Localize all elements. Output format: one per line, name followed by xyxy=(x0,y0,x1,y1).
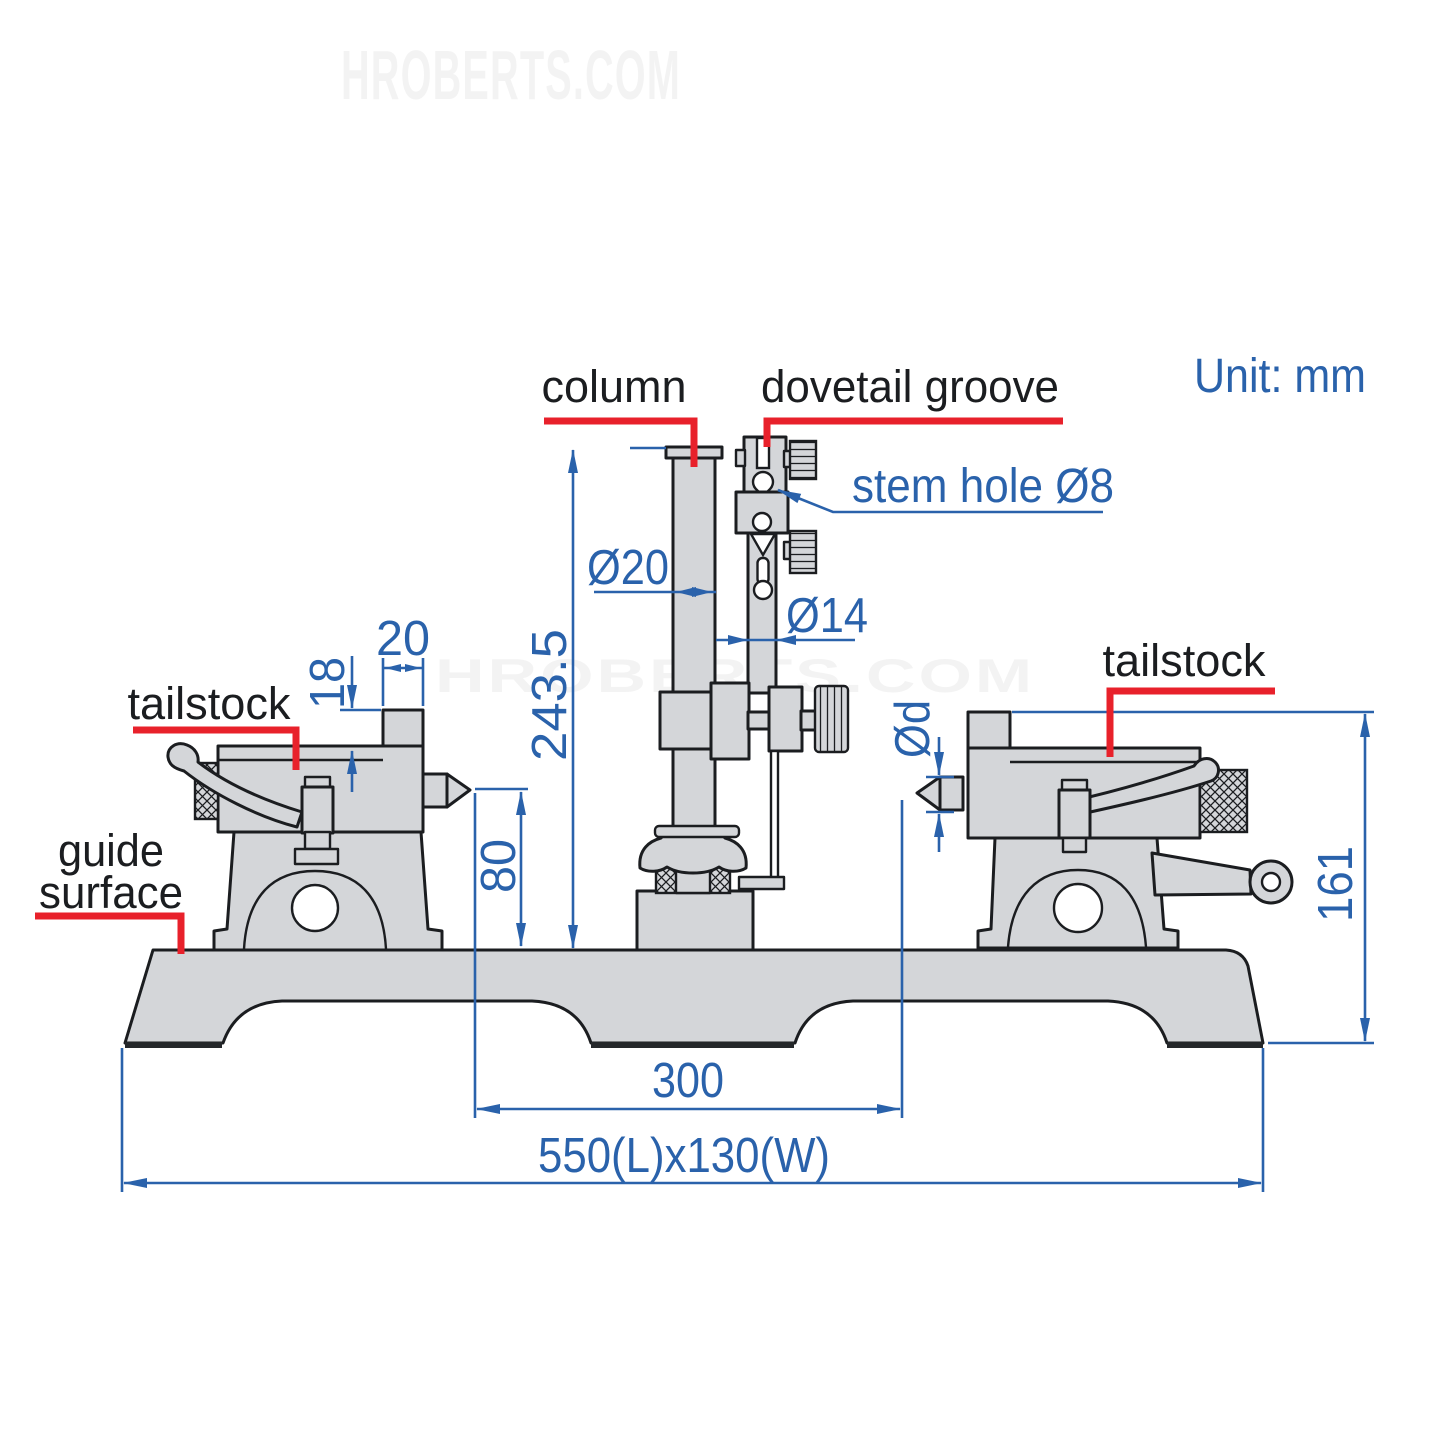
left-pedestal-hole xyxy=(290,883,340,933)
guide-surface-leader xyxy=(35,912,185,954)
base-plate-outline xyxy=(123,948,1265,1045)
left-bolt-stem xyxy=(303,830,332,851)
dovetail-leader xyxy=(763,417,1063,447)
left-bolt-block xyxy=(300,785,335,835)
right-pedestal-hole xyxy=(1052,882,1104,934)
column-foot-block xyxy=(635,889,755,952)
tailstock-right-label: tailstock xyxy=(1103,635,1266,686)
dim-span: 300 xyxy=(652,1054,724,1108)
clamp-knob-large xyxy=(813,684,850,754)
column-leader xyxy=(544,417,698,467)
slider-right-block xyxy=(767,685,804,753)
stem-v-notch xyxy=(748,532,778,558)
tailstock-left-leader xyxy=(133,726,300,770)
dim-tailstock-height: 161 xyxy=(1309,846,1363,922)
left-center-point xyxy=(445,772,472,809)
dovetail-groove-label: dovetail groove xyxy=(761,361,1059,412)
left-step-block xyxy=(381,708,425,750)
dim-center-height: 80 xyxy=(472,839,526,893)
w20-arrow-right xyxy=(405,664,421,672)
stem-hole-leader xyxy=(777,488,1103,514)
tailstock-left-label: tailstock xyxy=(128,678,291,729)
tailstock-right-leader xyxy=(1106,687,1275,757)
dim-step-width: 20 xyxy=(376,612,430,666)
guide-surface-label-line1: guide xyxy=(58,825,164,876)
right-step-block xyxy=(966,710,1012,752)
dimension-texts: Ø20 Ø14 243.5 80 18 20 Ød 161 300 550(L)… xyxy=(301,350,1366,1183)
guide-surface-label-line2: surface xyxy=(39,867,183,918)
left-clamp-lever xyxy=(166,742,304,829)
left-tailstock xyxy=(166,708,472,952)
stem-slot-hole xyxy=(752,579,774,601)
depth-rod xyxy=(769,749,780,881)
slider-bar xyxy=(746,710,772,731)
dim-column-diameter: Ø20 xyxy=(587,541,669,595)
callouts: column dovetail groove tailstock tailsto… xyxy=(35,361,1275,954)
slider-left-block xyxy=(658,690,714,751)
o20-arrow-right xyxy=(692,587,712,597)
watermark-top: HROBERTS.COM xyxy=(341,36,681,114)
right-clamp-lever xyxy=(1066,757,1220,818)
thumb-knob-top xyxy=(788,439,818,481)
right-arm-ring-hole xyxy=(1260,871,1282,893)
knob-hub xyxy=(799,709,818,732)
o14-arrow-right xyxy=(776,635,796,645)
dimension-lines xyxy=(120,446,1374,1192)
clamp-mid-hole xyxy=(751,511,773,533)
dim-point-diameter: Ød xyxy=(886,700,940,758)
base-plate xyxy=(123,948,1265,1048)
depth-rod-foot xyxy=(737,875,786,891)
right-bolt-block xyxy=(1057,788,1092,840)
right-center-point xyxy=(915,775,942,812)
unit-note: Unit: mm xyxy=(1194,350,1366,403)
stem-hole-note: stem hole Ø8 xyxy=(852,460,1114,513)
right-tailstock xyxy=(915,710,1294,950)
left-center-shank xyxy=(421,772,449,809)
left-bolt-washer xyxy=(293,847,340,866)
right-bolt-stem xyxy=(1061,836,1088,854)
right-pedestal-arch xyxy=(1006,868,1148,948)
o14-arrow-left xyxy=(728,635,748,645)
clamp-tab xyxy=(734,448,747,468)
o20-arrow-left xyxy=(676,587,696,597)
dim-base-size: 550(L)x130(W) xyxy=(538,1129,830,1183)
extension-lines xyxy=(120,446,1374,1192)
slider-center-plate xyxy=(709,681,751,761)
right-lever-arm xyxy=(1150,851,1253,897)
right-center-shank xyxy=(938,775,965,812)
dim-stem-diameter: Ø14 xyxy=(786,589,868,643)
slider-assembly xyxy=(658,681,850,761)
left-pedestal-arch xyxy=(242,869,388,950)
collar-washer xyxy=(653,824,741,839)
w20-arrow-left xyxy=(385,664,401,672)
dim-step-height: 18 xyxy=(301,657,355,709)
column-label: column xyxy=(542,361,687,412)
thumb-knob-lower xyxy=(788,529,818,575)
dim-column-height: 243.5 xyxy=(523,629,577,761)
column-rod xyxy=(671,455,717,834)
column-assembly xyxy=(635,435,850,952)
